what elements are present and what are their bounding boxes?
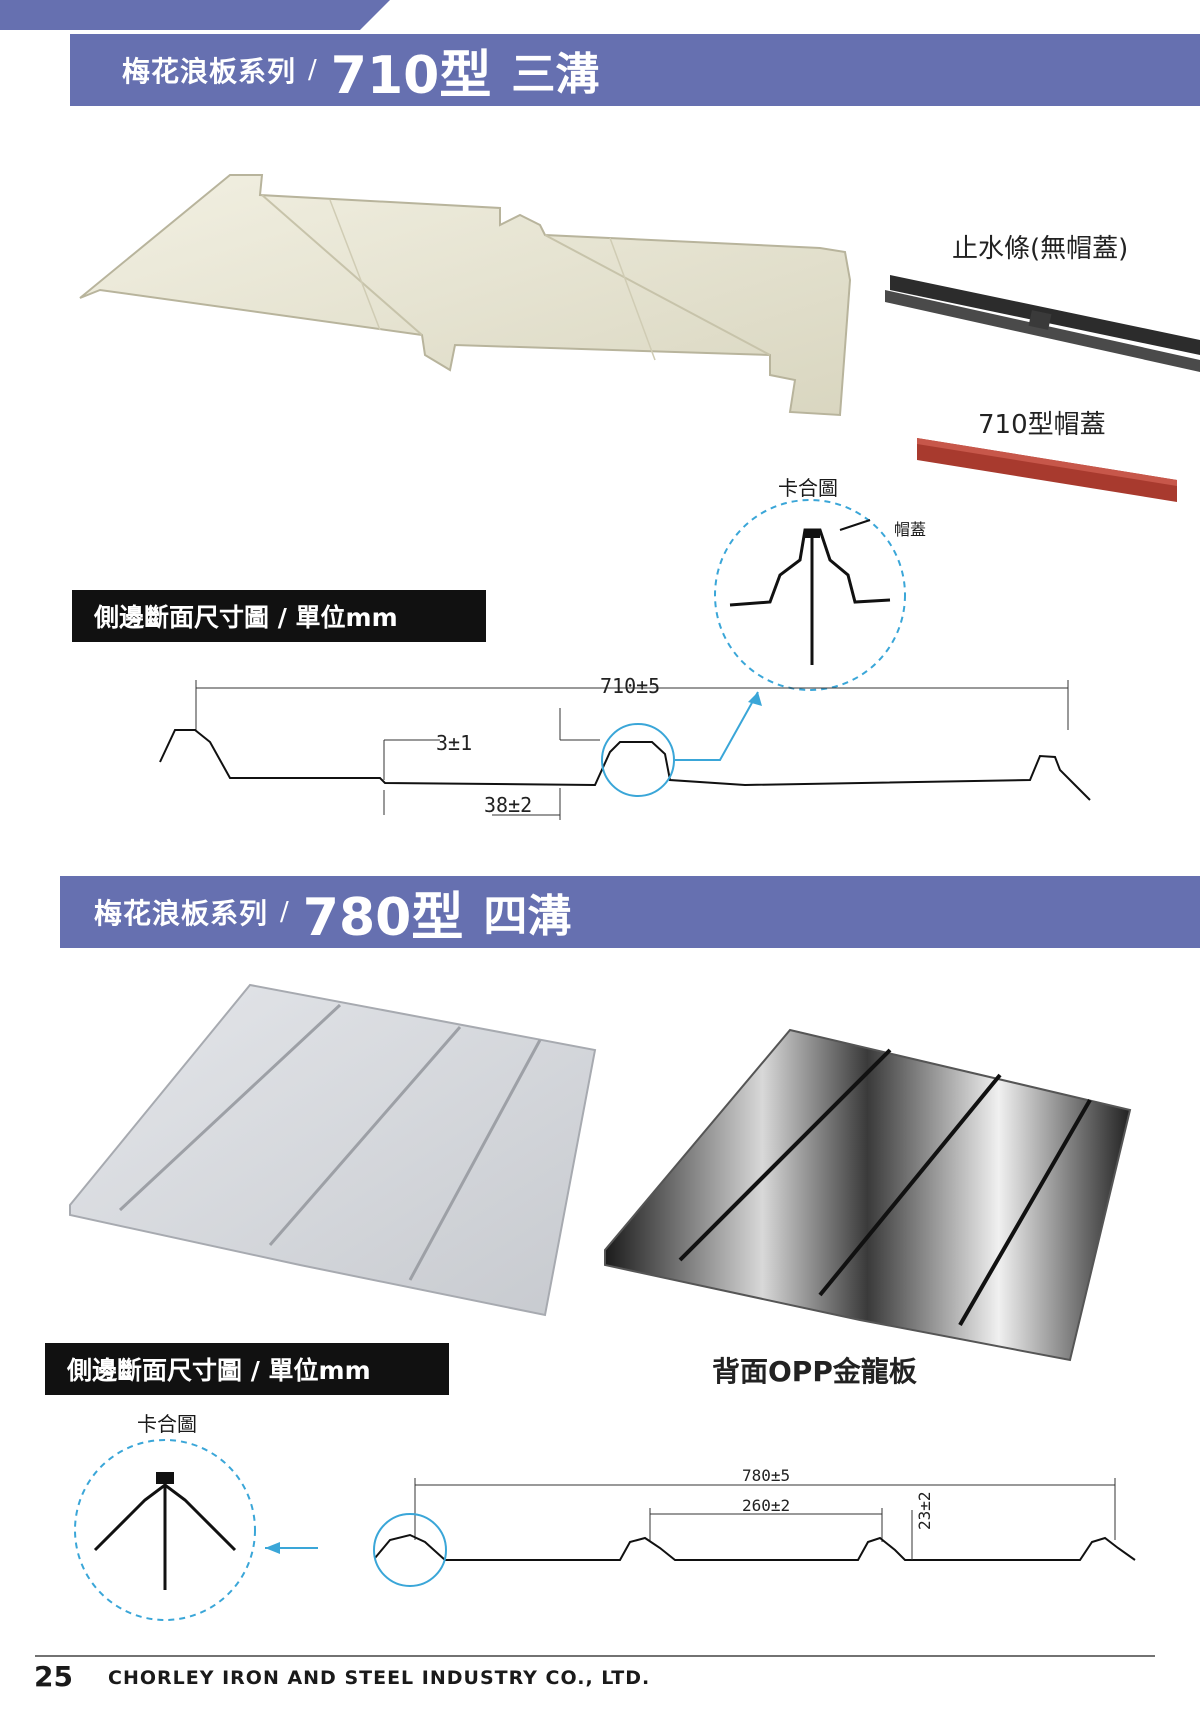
dim-780-pitch: 260±2	[742, 1496, 791, 1515]
seal-strip-label: 止水條(無帽蓋)	[952, 234, 1129, 264]
section1-series: 梅花浪板系列	[122, 55, 297, 88]
section1-header: 梅花浪板系列 / 710型 三溝	[70, 34, 1200, 106]
section2-slash: /	[280, 897, 289, 927]
section2-series: 梅花浪板系列	[94, 897, 269, 930]
panel-780-image	[69, 983, 597, 1317]
clip-diagram-780	[74, 1439, 256, 1621]
section1-slash: /	[308, 55, 317, 85]
section2-profile-label: 側邊斷面尺寸圖 / 單位mm	[45, 1343, 449, 1395]
panel-710-image	[79, 174, 852, 417]
cap-image	[917, 438, 1177, 502]
clip-diagram-710	[714, 499, 906, 691]
section1-grooves: 三溝	[511, 49, 600, 100]
cap-callout: 帽蓋	[894, 520, 927, 539]
clip-diagram-780-label: 卡合圖	[137, 1412, 197, 1436]
dim-710-bottom: 38±2	[484, 793, 533, 817]
opp-label: 背面OPP金龍板	[712, 1355, 917, 1388]
page-number: 25	[34, 1660, 73, 1693]
section2-grooves: 四溝	[483, 891, 572, 942]
clip-diagram-710-label: 卡合圖	[778, 476, 838, 500]
section1-profile-label: 側邊斷面尺寸圖 / 單位mm	[72, 590, 486, 642]
dim-780-height: 23±2	[915, 1491, 934, 1530]
cap-label: 710型帽蓋	[978, 410, 1106, 440]
dim-780-total: 780±5	[742, 1466, 791, 1485]
section2-model: 780型	[302, 887, 464, 948]
dim-710-height: 3±1	[436, 731, 473, 755]
profile-780	[265, 1478, 1136, 1587]
section2-header: 梅花浪板系列 / 780型 四溝	[60, 876, 1200, 948]
company-name: CHORLEY IRON AND STEEL INDUSTRY CO., LTD…	[108, 1667, 651, 1689]
top-tab	[0, 0, 390, 30]
footer-rule	[35, 1655, 1155, 1657]
dim-710-total: 710±5	[600, 674, 661, 698]
profile-710	[159, 680, 1091, 820]
seal-strip-image	[885, 275, 1200, 372]
section1-model: 710型	[330, 45, 492, 106]
panel-opp-image	[604, 1028, 1132, 1362]
